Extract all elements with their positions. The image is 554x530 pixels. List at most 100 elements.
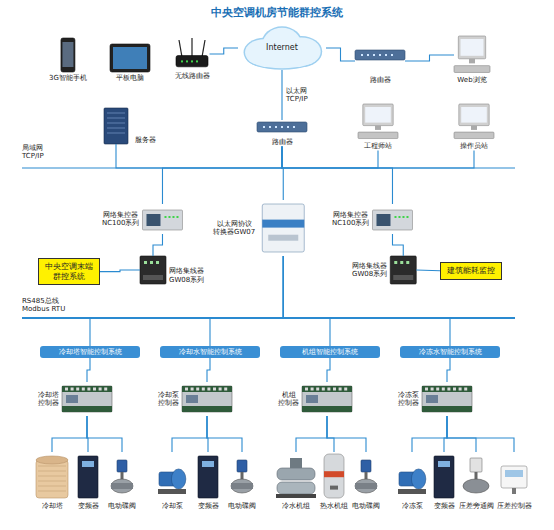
pc-icon — [454, 104, 494, 139]
connector-layer — [52, 48, 514, 452]
icon-slot — [142, 204, 182, 234]
edge-label: 以太网 TCP/IP — [286, 87, 316, 104]
connector-line — [281, 70, 282, 120]
tablet-icon — [110, 44, 150, 72]
band-node: 冷却水智能控制系统 — [160, 346, 260, 358]
node-label: 冷却塔 — [42, 502, 63, 510]
icon-slot — [100, 108, 132, 144]
icon-slot — [422, 382, 472, 416]
vfd-icon — [198, 456, 218, 498]
band-node: 机组智能控制系统 — [280, 346, 380, 358]
node-label: Web浏览 — [457, 76, 486, 84]
connector-line — [447, 416, 476, 452]
connector-line — [327, 416, 334, 452]
node-label: 网络集控器 NC100系列 — [332, 211, 369, 228]
chiller-icon — [276, 458, 316, 498]
icon-slot — [372, 204, 412, 234]
connector-line — [416, 269, 440, 271]
vfd-icon — [78, 456, 98, 498]
icon-slot — [397, 452, 427, 500]
node-label: 变频器 — [78, 502, 99, 510]
valve-icon — [355, 460, 377, 493]
connector-line — [283, 256, 330, 346]
node-label: 冷却塔 控制器 — [38, 391, 59, 408]
icon-slot — [110, 452, 134, 500]
tower-node: 冷却塔 — [35, 452, 69, 510]
dpctrl-node: 压差控制器 — [497, 452, 532, 510]
server-node: 服务器 — [100, 108, 156, 144]
icon-slot — [196, 452, 220, 500]
router-node: 路由器 — [257, 120, 307, 146]
icon-slot — [454, 104, 494, 140]
node-label: 压差旁通阀 — [459, 502, 494, 510]
heater-node: 热水机组 — [320, 452, 348, 510]
vfd-node: 变频器 — [432, 452, 456, 510]
node-label: 网络集控器 NC100系列 — [102, 211, 139, 228]
gw08-icon — [140, 256, 166, 284]
nc-node: 网络集控器 NC100系列 — [332, 204, 412, 234]
valve-icon — [231, 460, 253, 493]
connector-line — [447, 416, 514, 452]
icon-slot — [230, 452, 254, 500]
valve-node: 电动碟阀 — [352, 452, 380, 510]
bus-label: RS485总线 Modbus RTU — [22, 297, 70, 314]
icon-slot — [62, 382, 112, 416]
icon-slot — [176, 38, 208, 70]
node-label: 变频器 — [434, 502, 455, 510]
icon-slot — [35, 452, 69, 500]
connector-line — [87, 416, 122, 452]
connector-line — [296, 416, 327, 452]
node-label: 路由器 — [370, 76, 391, 84]
icon-slot — [320, 452, 348, 500]
band-node: 冷却塔智能控制系统 — [40, 346, 140, 358]
router-icon — [355, 50, 405, 60]
node-label: 机组智能控制系统 — [302, 348, 358, 356]
icon-slot — [499, 452, 529, 500]
ctrl-node: 机组 控制器 — [278, 382, 352, 416]
box-node: 建筑能耗监控 — [440, 262, 502, 280]
connector-line — [412, 416, 447, 452]
phone-node: 3G智能手机 — [49, 38, 87, 82]
ctrl-node: 冷冻泵 控制器 — [398, 382, 472, 416]
node-label: 操作员站 — [460, 142, 488, 150]
server-icon — [104, 108, 128, 144]
node-label: 冷水机组 — [282, 502, 310, 510]
valve-node: 电动碟阀 — [228, 452, 256, 510]
connector-line — [207, 416, 242, 452]
icon-slot — [302, 382, 352, 416]
gw07-icon — [262, 204, 304, 252]
gw08-node: 网络集线器 GW08系列 — [352, 256, 416, 284]
tablet-node: 平板电脑 — [110, 44, 150, 82]
node-label: 无线路由器 — [175, 72, 210, 80]
connector-line — [210, 48, 239, 54]
connector-line — [392, 234, 403, 256]
node-label: 工程师站 — [364, 142, 392, 150]
node-label: 网络集线器 GW08系列 — [169, 267, 204, 284]
icon-slot — [110, 44, 150, 72]
pc-node: 工程师站 — [358, 104, 398, 150]
icon-slot — [140, 256, 166, 284]
node-label: 3G智能手机 — [49, 74, 87, 82]
valve-icon — [111, 460, 133, 493]
ctrl-node: 冷却塔 控制器 — [38, 382, 112, 416]
pc-node: 操作员站 — [454, 104, 494, 150]
icon-slot — [454, 36, 490, 74]
connector-line — [172, 416, 207, 452]
node-label: 路由器 — [272, 138, 293, 146]
node-label: 电动碟阀 — [108, 502, 136, 510]
router-node: 路由器 — [355, 48, 405, 84]
ctrl-node: 冷却泵 控制器 — [158, 382, 232, 416]
vfd-node: 变频器 — [76, 452, 100, 510]
wifi-icon — [176, 38, 208, 67]
chiller-node: 冷水机组 — [276, 452, 316, 510]
cloud-node: Internet — [238, 26, 326, 70]
wifi-node: 无线路由器 — [175, 38, 210, 80]
icon-slot — [76, 452, 100, 500]
dpvalve-icon — [463, 458, 489, 493]
node-label: 以太网协议 转换器GW07 — [213, 220, 255, 237]
router-icon — [257, 122, 307, 132]
phone-icon — [61, 38, 75, 72]
icon-slot — [182, 382, 232, 416]
icon-slot — [257, 120, 307, 136]
node-label: 冷冻水智能控制系统 — [419, 348, 482, 356]
